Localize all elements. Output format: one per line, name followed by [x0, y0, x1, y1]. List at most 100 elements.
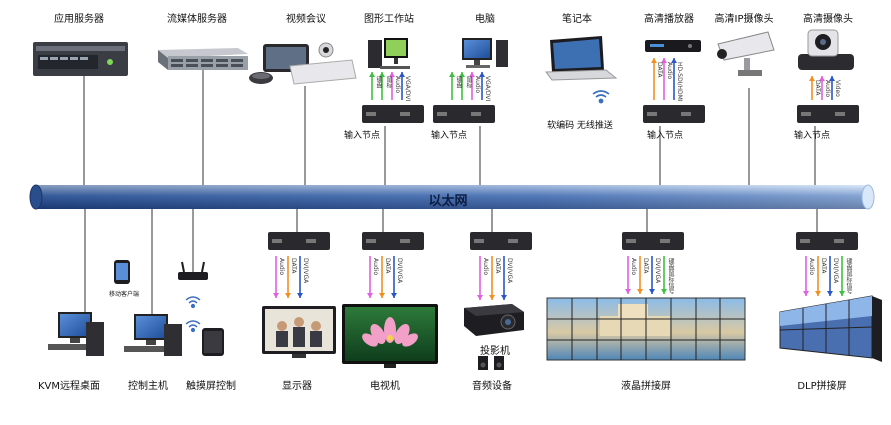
mobile-client-caption: 移动客户端: [108, 291, 140, 298]
device-label-tv: 电视机: [370, 381, 400, 392]
device-label-app-server: 应用服务器: [54, 14, 104, 25]
pc-icon: [124, 314, 182, 356]
signal-label: Audio: [666, 62, 673, 80]
signal-label: DVI/VGA: [302, 258, 309, 284]
signal-label: Audio: [824, 80, 831, 98]
signal-arrow-head: [367, 293, 373, 298]
signal-arrow-head: [815, 291, 821, 296]
device-label-touch-control: 触摸屏控制: [186, 381, 236, 392]
dlp-wall-icon: [779, 295, 882, 362]
signal-arrow-head: [839, 291, 845, 296]
device-label-hd-camera: 高清摄像头: [803, 14, 853, 25]
signal-arrow-head: [369, 72, 375, 77]
signal-label: Audio: [372, 258, 379, 276]
device-label-dlp-wall: DLP拼接屏: [797, 381, 847, 392]
signal-label: VGA/DVI: [484, 76, 491, 102]
device-label-hd-player: 高清播放器: [644, 14, 694, 25]
video-wall-icon: [546, 297, 746, 361]
signal-arrow-head: [637, 289, 643, 294]
signal-arrow-head: [661, 58, 667, 63]
wifi-icon: [592, 90, 610, 104]
signal-arrows: [273, 58, 845, 300]
signal-arrow-head: [379, 293, 385, 298]
ptz-camera-icon: [798, 29, 854, 70]
signal-arrow-head: [297, 293, 303, 298]
network-label: 以太网: [428, 194, 468, 209]
wifi-icon: [185, 296, 201, 333]
signal-arrow-head: [469, 72, 475, 77]
signal-arrow-head: [399, 72, 405, 77]
signal-arrow-head: [449, 72, 455, 77]
connection-lines: [83, 68, 818, 330]
signal-arrow-head: [379, 72, 385, 77]
signal-label: DVI/VGA: [396, 258, 403, 284]
input-node-label: 输入节点: [646, 131, 684, 141]
laptop-icon: [545, 36, 618, 81]
signal-arrow-head: [661, 289, 667, 294]
ip-camera-icon: [717, 31, 775, 76]
device-label-workstation: 图形工作站: [364, 14, 414, 25]
device-label-ip-camera: 高清IP摄像头: [714, 14, 774, 25]
device-label-lcd-wall: 液晶拼接屏: [621, 381, 671, 392]
signal-label: Audio: [278, 258, 285, 276]
signal-arrow-head: [809, 76, 815, 81]
signal-label: DATA: [814, 80, 821, 96]
storage-icon: [158, 48, 248, 70]
laptop-caption: 软编码 无线推送: [547, 121, 613, 131]
ethernet-backbone: [29, 184, 875, 210]
device-label-control-host: 控制主机: [128, 381, 168, 392]
signal-label: DATA: [642, 258, 649, 274]
input-node-label: 输入节点: [793, 131, 831, 141]
signal-arrow-head: [803, 291, 809, 296]
encoder-icon: [362, 105, 859, 123]
device-label-kvm: KVM远程桌面: [37, 381, 101, 392]
signal-label: DATA: [384, 258, 391, 274]
phone-icon: [114, 260, 130, 284]
signal-arrow-head: [625, 289, 631, 294]
signal-label: Video: [834, 80, 841, 97]
signal-label: Audio: [482, 258, 489, 276]
signal-label: 键盘: [375, 76, 382, 88]
signal-label: Audio: [394, 76, 401, 94]
signal-label: DATA: [820, 258, 827, 274]
signal-arrow-head: [819, 76, 825, 81]
signal-label: DATA: [494, 258, 501, 274]
signal-arrow-head: [829, 76, 835, 81]
device-label-laptop: 笔记本: [562, 14, 592, 25]
signal-label: 键盘鼠标信号: [667, 258, 674, 294]
monitor-icon: [262, 306, 336, 358]
device-label-projector: 投影机: [480, 346, 510, 357]
signal-label: 键盘鼠标信号: [845, 258, 852, 294]
device-label-pc: 电脑: [475, 14, 495, 25]
signal-label: Audio: [808, 258, 815, 276]
pc-icon: [48, 312, 104, 356]
signal-arrow-head: [651, 58, 657, 63]
input-node-label: 输入节点: [430, 131, 468, 141]
player-icon: [645, 40, 701, 52]
signal-label: VGA/DVI: [404, 76, 411, 102]
signal-arrow-head: [389, 72, 395, 77]
signal-label: HD-SDI/HDMI: [676, 62, 683, 102]
signal-label: 鼠标: [385, 76, 392, 88]
projector-icon: [464, 304, 524, 336]
tablet-icon: [202, 328, 224, 356]
signal-arrow-head: [477, 295, 483, 300]
signal-arrow-head: [489, 295, 495, 300]
signal-label: DVI/VGA: [506, 258, 513, 284]
signal-label: 鼠标: [465, 76, 472, 88]
device-label-media-server: 流媒体服务器: [167, 14, 227, 25]
workstation-icon: [368, 38, 410, 69]
tv-icon: [342, 304, 438, 368]
input-node-label: 输入节点: [343, 131, 381, 141]
server-icon: [33, 42, 128, 76]
signal-label: DATA: [656, 62, 663, 78]
signal-arrow-head: [649, 289, 655, 294]
pc-icon: [462, 38, 508, 68]
conference-icon: [249, 42, 357, 85]
signal-arrow-head: [273, 293, 279, 298]
signal-arrow-head: [391, 293, 397, 298]
signal-label: DVI/VGA: [654, 258, 661, 284]
signal-arrow-head: [285, 293, 291, 298]
